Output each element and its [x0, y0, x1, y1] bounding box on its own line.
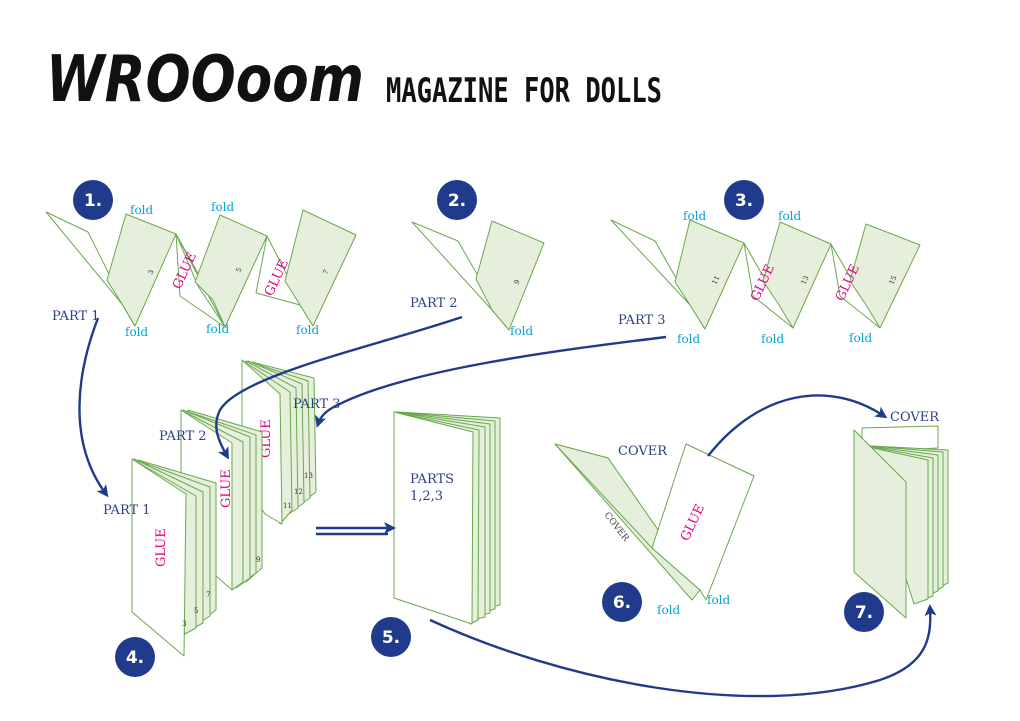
- glue-label: GLUE: [219, 469, 234, 508]
- page-number: 7: [206, 591, 210, 599]
- step-1-badge: [73, 180, 113, 220]
- step-7-number: 7.: [855, 603, 873, 623]
- page-number: 9: [256, 556, 260, 564]
- step-4-badge: [115, 637, 155, 677]
- fold-label: fold: [849, 331, 873, 345]
- step-5-number: 5.: [382, 628, 400, 648]
- cover-label-step6: COVER: [618, 444, 668, 459]
- cover-label-step7: COVER: [890, 410, 940, 425]
- step-1-number: 1.: [84, 191, 102, 211]
- step-2-sheet: [411, 220, 545, 331]
- fold-label: fold: [510, 324, 534, 338]
- step-5-badge: [371, 617, 411, 657]
- step-6-cover-sheet: [554, 443, 755, 601]
- arrow-part2-to-step4: [215, 315, 463, 460]
- logo-wordmark: WROOoom: [46, 43, 364, 117]
- step-6-badge: [602, 582, 642, 622]
- arrows: [78, 315, 937, 698]
- header: WROOoom MAGAZINE FOR DOLLS: [46, 43, 662, 117]
- step-3-sheet: [610, 219, 921, 330]
- fold-label: fold: [683, 209, 707, 223]
- step-badges: [73, 180, 884, 677]
- step-3-badge: [724, 180, 764, 220]
- step-2-number: 2.: [448, 191, 466, 211]
- subtitle: MAGAZINE FOR DOLLS: [386, 71, 662, 111]
- fold-label: fold: [707, 593, 731, 607]
- page-number: 11: [283, 502, 292, 510]
- step-5-booklet: [393, 411, 501, 625]
- step-4-part1-booklet: [131, 458, 217, 657]
- part-2-label: PART 2: [410, 296, 458, 311]
- page-number: 13: [800, 274, 811, 285]
- page-number: 13: [304, 472, 313, 480]
- glue-label: GLUE: [259, 419, 274, 458]
- part-2-label-step4: PART 2: [159, 429, 207, 444]
- fold-label: fold: [130, 203, 154, 217]
- step-2-badge: [437, 180, 477, 220]
- arrow-part3-to-step4: [314, 335, 667, 428]
- part-3-label-step4: PART 3: [293, 397, 341, 412]
- step-1-sheet: [45, 209, 357, 328]
- fold-label: fold: [206, 322, 230, 336]
- fold-label: fold: [778, 209, 802, 223]
- step-4-number: 4.: [126, 648, 144, 668]
- step-3-number: 3.: [735, 191, 753, 211]
- part-3-label: PART 3: [618, 313, 666, 328]
- page-number: 3: [147, 268, 156, 275]
- fold-label: fold: [125, 325, 149, 339]
- page-number: 15: [888, 274, 899, 285]
- arrow-part1-to-step4: [78, 317, 109, 498]
- arrow-step5-to-step7: [429, 604, 937, 698]
- page-number: 5: [235, 266, 244, 273]
- part-1-label-step4: PART 1: [103, 503, 151, 518]
- step-7-booklet: [853, 425, 949, 619]
- page-number: 11: [711, 274, 722, 285]
- arrow-cover-to-step7: [707, 394, 888, 457]
- fold-label: fold: [657, 603, 681, 617]
- parts-label-line2: 1,2,3: [410, 489, 443, 504]
- fold-label: fold: [211, 200, 235, 214]
- page-number: 7: [322, 268, 331, 275]
- step-6-number: 6.: [613, 593, 631, 613]
- glue-label: GLUE: [154, 528, 169, 567]
- page-number: 9: [513, 278, 522, 285]
- page-number: 12: [294, 488, 303, 496]
- page-number: 5: [194, 607, 198, 615]
- step-7-badge: [844, 592, 884, 632]
- part-1-label: PART 1: [52, 309, 100, 324]
- fold-label: fold: [677, 332, 701, 346]
- fold-label: fold: [296, 323, 320, 337]
- page-number: 3: [182, 620, 186, 628]
- fold-label: fold: [761, 332, 785, 346]
- parts-label-line1: PARTS: [410, 472, 454, 487]
